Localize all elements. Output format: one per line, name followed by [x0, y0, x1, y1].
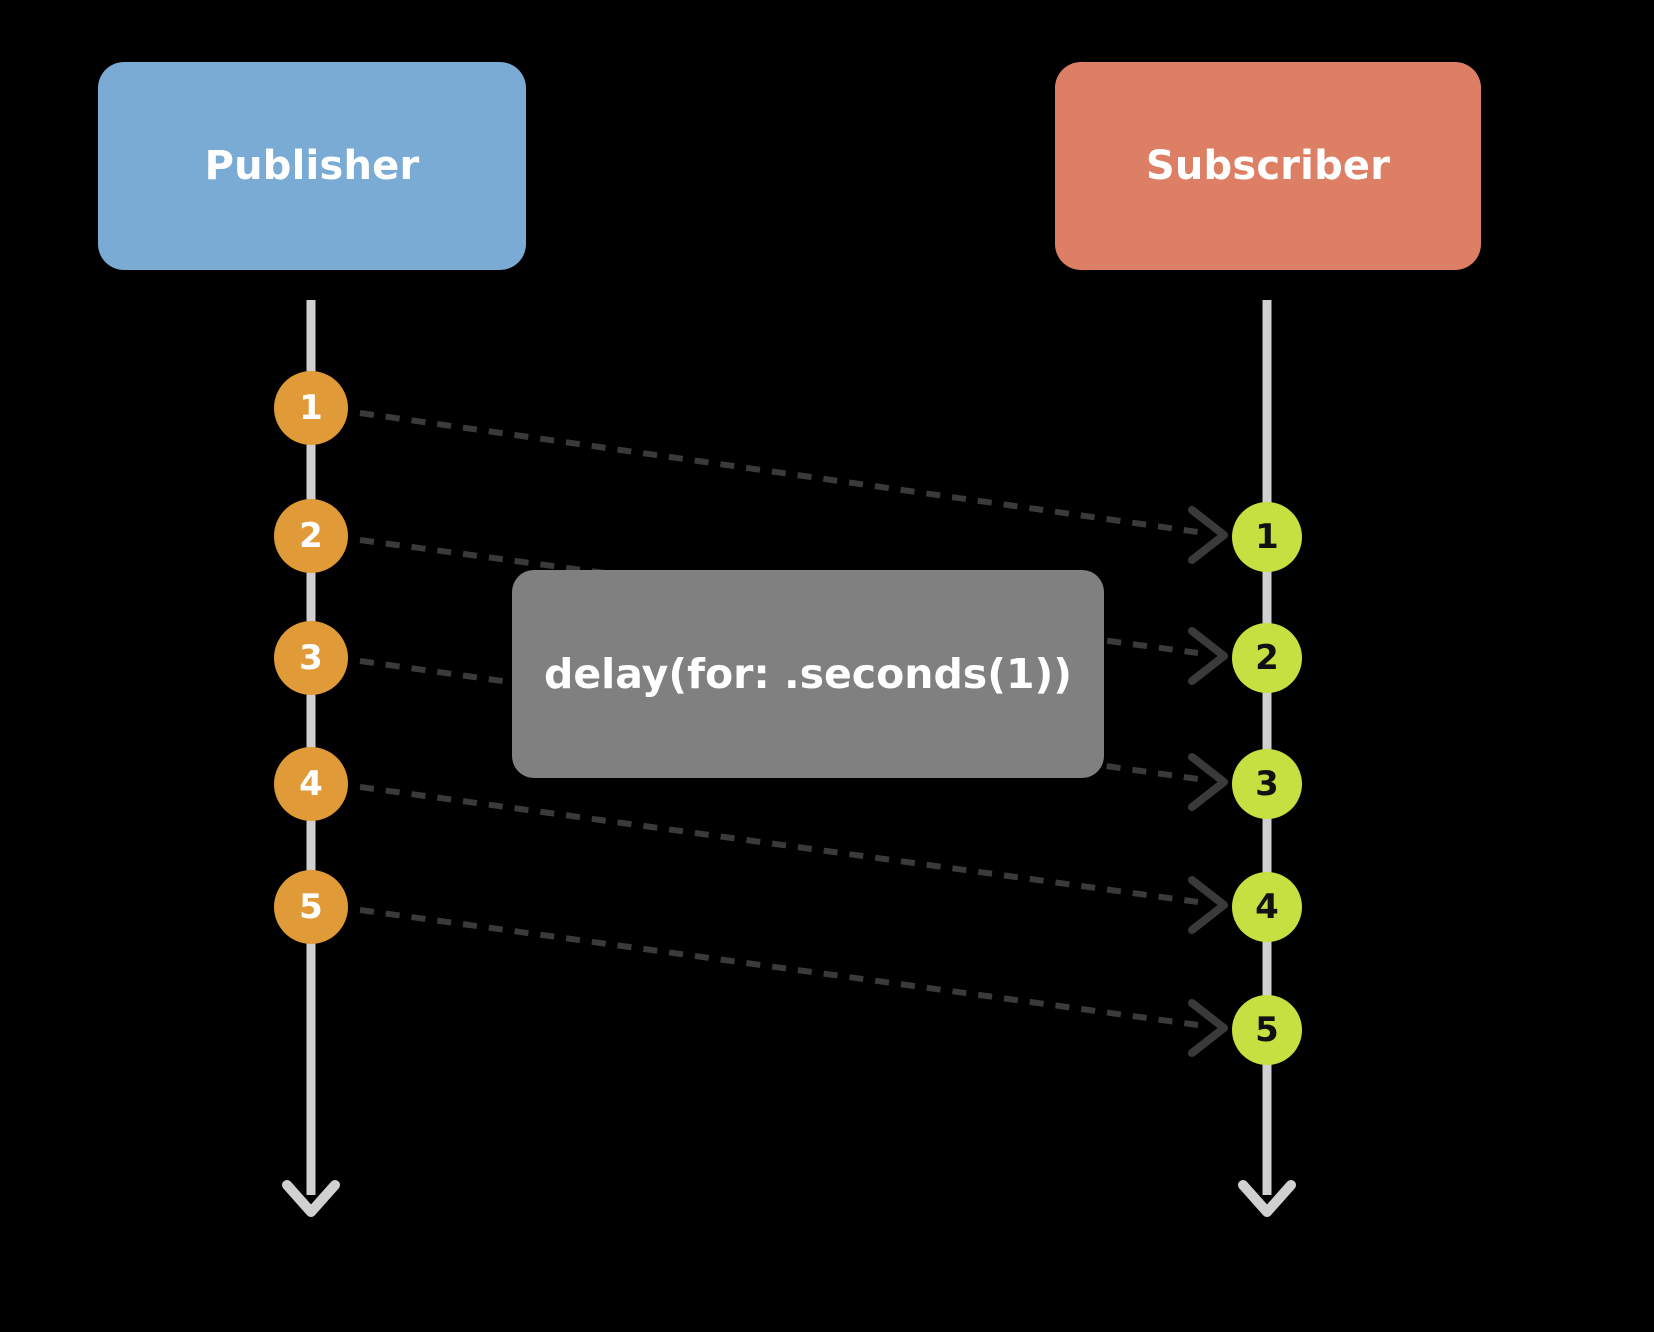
flow-arrow [359, 907, 1228, 1057]
flow-arrow-line [359, 784, 1199, 905]
operator-node-box[interactable]: delay(for: .seconds(1)) [512, 570, 1104, 778]
publisher-event-marker-1[interactable]: 1 [274, 371, 348, 445]
publisher-event-marker-3[interactable]: 3 [274, 621, 348, 695]
flow-arrowhead-icon [1188, 506, 1228, 564]
flow-arrowhead-icon [1188, 753, 1228, 811]
flow-arrow-line [359, 907, 1199, 1028]
publisher-event-marker-2[interactable]: 2 [274, 499, 348, 573]
publisher-node-box[interactable]: Publisher [98, 62, 526, 270]
subscriber-event-marker-1[interactable]: 1 [1232, 502, 1302, 572]
flow-arrow [359, 410, 1228, 564]
subscriber-event-marker-3[interactable]: 3 [1232, 749, 1302, 819]
flow-arrow [359, 784, 1228, 934]
subscriber-event-marker-2[interactable]: 2 [1232, 623, 1302, 693]
flow-arrow-line [359, 410, 1199, 535]
flow-arrowhead-icon [1188, 627, 1228, 685]
publisher-event-marker-5[interactable]: 5 [274, 870, 348, 944]
operator-node-label: delay(for: .seconds(1)) [544, 649, 1072, 698]
subscriber-event-marker-5[interactable]: 5 [1232, 995, 1302, 1065]
flow-arrowhead-icon [1188, 876, 1228, 934]
subscriber-node-label: Subscriber [1145, 143, 1391, 189]
publisher-event-marker-4[interactable]: 4 [274, 747, 348, 821]
subscriber-timeline-arrowhead-icon [1238, 1180, 1296, 1217]
publisher-node-label: Publisher [204, 143, 420, 189]
subscriber-node-box[interactable]: Subscriber [1055, 62, 1481, 270]
flow-arrowhead-icon [1188, 999, 1228, 1057]
subscriber-event-marker-4[interactable]: 4 [1232, 872, 1302, 942]
publisher-timeline-arrowhead-icon [282, 1180, 340, 1217]
